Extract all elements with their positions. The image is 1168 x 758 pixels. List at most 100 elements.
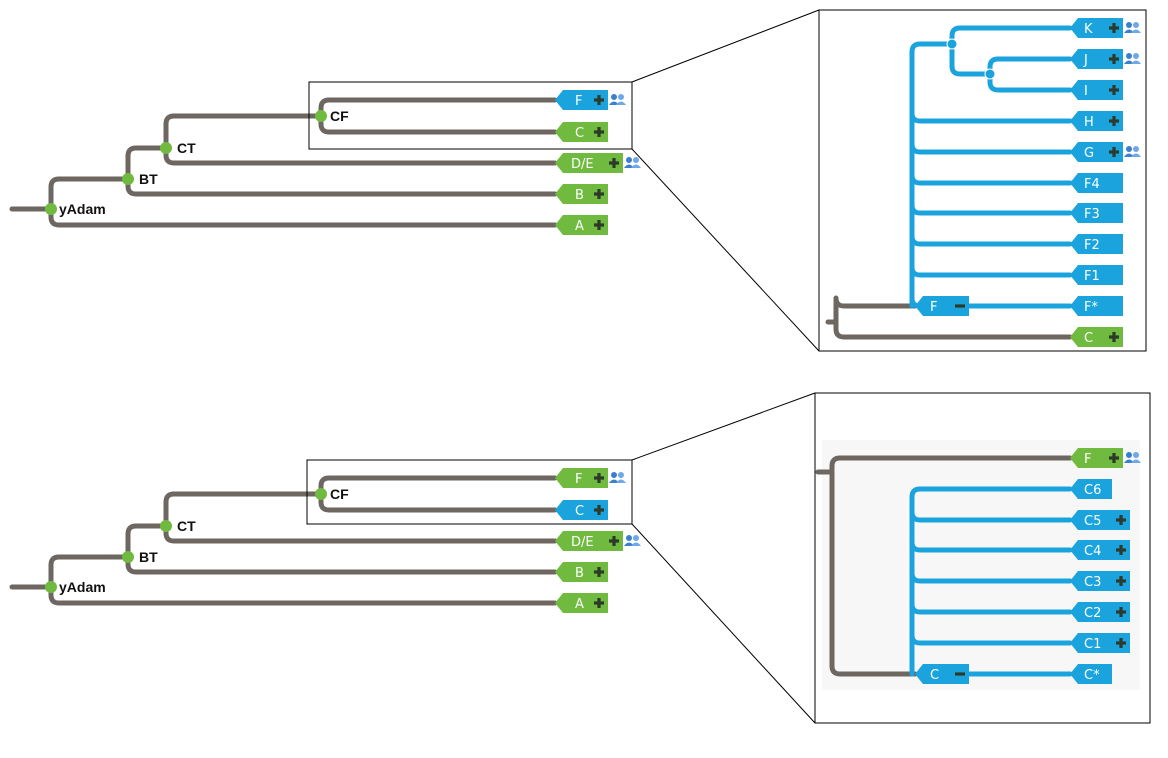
bottom-zoom-leaf-3[interactable]: C4: [1070, 540, 1130, 560]
expand-plus-icon[interactable]: [594, 598, 604, 608]
top-zoom-leaf-5[interactable]: F4: [1070, 173, 1123, 193]
expand-plus-icon[interactable]: [594, 189, 604, 199]
bottom-leaf-a[interactable]: A: [555, 593, 608, 613]
branch-cf-c: [318, 491, 558, 513]
top-leaf-a[interactable]: A: [555, 215, 608, 235]
bottom-leaf-b[interactable]: B: [555, 562, 608, 582]
bottom-zoom-leaf-7[interactable]: C*: [1070, 664, 1112, 684]
bottom-node-cf-dot[interactable]: [315, 488, 327, 500]
bottom-zoom-node-c[interactable]: C: [915, 664, 969, 684]
top-zoom-node-kji[interactable]: [946, 38, 958, 50]
bottom-leaf-a-text: A: [575, 597, 584, 612]
top-zoom-leaf-7-shape: [1070, 234, 1123, 254]
top-zoom-node-ji[interactable]: [984, 68, 996, 80]
people-icon[interactable]: [1124, 146, 1141, 157]
top-leaf-a-shape: [555, 215, 608, 235]
top-zoom-leaf-9[interactable]: F*: [1070, 296, 1123, 316]
collapse-minus-icon[interactable]: [955, 304, 965, 308]
top-zoom-node-f[interactable]: F: [915, 296, 969, 316]
expand-plus-icon[interactable]: [594, 95, 604, 105]
expand-plus-icon[interactable]: [609, 536, 619, 546]
top-zoom-leaf-c[interactable]: C: [1070, 327, 1123, 347]
top-zoom-leaf-7-text: F2: [1084, 238, 1100, 253]
expand-plus-icon[interactable]: [594, 220, 604, 230]
people-icon[interactable]: [609, 472, 626, 483]
top-zoom-leaf-1-shape: [1070, 49, 1123, 69]
bottom-node-ct-dot[interactable]: [160, 520, 172, 532]
expand-plus-icon[interactable]: [1116, 607, 1126, 617]
bottom-zoom-leaf-2[interactable]: C5: [1070, 510, 1130, 530]
people-icon[interactable]: [624, 535, 641, 546]
people-icon[interactable]: [1124, 53, 1141, 64]
bottom-leaf-f-text: F: [575, 472, 582, 487]
expand-plus-icon[interactable]: [594, 567, 604, 577]
expand-plus-icon[interactable]: [609, 158, 619, 168]
bottom-focus-box: [306, 459, 633, 525]
bottom-zoom-leaf-5[interactable]: C2: [1070, 602, 1130, 622]
collapse-minus-icon[interactable]: [955, 672, 965, 676]
expand-plus-icon[interactable]: [1116, 515, 1126, 525]
top-leaf-de[interactable]: D/E: [555, 153, 641, 173]
top-node-bt-dot[interactable]: [122, 173, 134, 185]
people-icon[interactable]: [609, 94, 626, 105]
top-zoom-branch-f: [833, 295, 918, 325]
expand-plus-icon[interactable]: [1109, 453, 1119, 463]
bottom-leaf-f[interactable]: F: [555, 468, 626, 488]
top-zoom-leaf-3[interactable]: H: [1070, 111, 1123, 131]
bottom-zoom-leaf-4[interactable]: C3: [1070, 571, 1130, 591]
top-zoom-leaf-7[interactable]: F2: [1070, 234, 1123, 254]
expand-plus-icon[interactable]: [1109, 116, 1119, 126]
expand-plus-icon[interactable]: [1116, 638, 1126, 648]
expand-plus-icon[interactable]: [1116, 545, 1126, 555]
top-zoom-leaf-1[interactable]: J: [1070, 49, 1141, 69]
top-node-yadam-dot[interactable]: [45, 203, 57, 215]
bottom-zoom-leaf-f[interactable]: F: [1070, 448, 1141, 468]
people-icon[interactable]: [624, 157, 641, 168]
people-icon[interactable]: [1124, 22, 1141, 33]
expand-plus-icon[interactable]: [1109, 85, 1119, 95]
top-zoom-branch-3: [909, 110, 1073, 124]
top-node-cf-dot[interactable]: [315, 110, 327, 122]
expand-plus-icon[interactable]: [594, 505, 604, 515]
bottom-node-yadam-dot[interactable]: [45, 581, 57, 593]
expand-plus-icon[interactable]: [594, 473, 604, 483]
top-zoom-leaf-0[interactable]: K: [1070, 18, 1141, 38]
top-zoom-line-top: [631, 9, 820, 83]
top-zoom-leaf-8[interactable]: F1: [1070, 265, 1123, 285]
top-zoom-leaf-9-text: F*: [1084, 300, 1098, 315]
expand-plus-icon[interactable]: [1109, 147, 1119, 157]
bottom-node-bt-dot[interactable]: [122, 551, 134, 563]
branch-bt-ct: [125, 145, 169, 182]
top-leaf-b[interactable]: B: [555, 184, 608, 204]
branch-cf-f: [318, 97, 558, 119]
top-zoom-branch-5: [909, 172, 1073, 186]
expand-plus-icon[interactable]: [1109, 332, 1119, 342]
top-leaf-de-text: D/E: [571, 157, 594, 172]
bottom-zoom-leaf-6[interactable]: C1: [1070, 633, 1130, 653]
top-zoom-leaf-4[interactable]: G: [1070, 142, 1141, 162]
bottom-zoom-leaf-5-text: C2: [1084, 606, 1101, 621]
top-node-ct-dot[interactable]: [160, 142, 172, 154]
people-icon[interactable]: [1124, 452, 1141, 463]
branch-yadam-a: [48, 584, 558, 606]
branch-bt-b: [125, 176, 558, 197]
top-zoom-leaf-6[interactable]: F3: [1070, 203, 1123, 223]
top-zoom-leaf-0-text: K: [1084, 22, 1093, 37]
bottom-leaf-c[interactable]: C: [555, 500, 608, 520]
top-zoom-leaf-2[interactable]: I: [1070, 80, 1123, 100]
expand-plus-icon[interactable]: [1109, 54, 1119, 64]
bottom-leaf-de[interactable]: D/E: [555, 531, 641, 551]
branch-bt-b: [125, 554, 558, 575]
bottom-zoom-leaf-1-text: C6: [1084, 483, 1101, 498]
bottom-node-yadam-label: yAdam: [59, 579, 106, 595]
top-leaf-c[interactable]: C: [555, 122, 608, 142]
top-leaf-f[interactable]: F: [555, 90, 626, 110]
bottom-leaf-f-shape: [555, 468, 608, 488]
bottom-leaf-a-shape: [555, 593, 608, 613]
bottom-zoom-leaf-1[interactable]: C6: [1070, 479, 1112, 499]
expand-plus-icon[interactable]: [1109, 23, 1119, 33]
expand-plus-icon[interactable]: [594, 127, 604, 137]
branch-ct-de: [163, 145, 558, 166]
expand-plus-icon[interactable]: [1116, 576, 1126, 586]
